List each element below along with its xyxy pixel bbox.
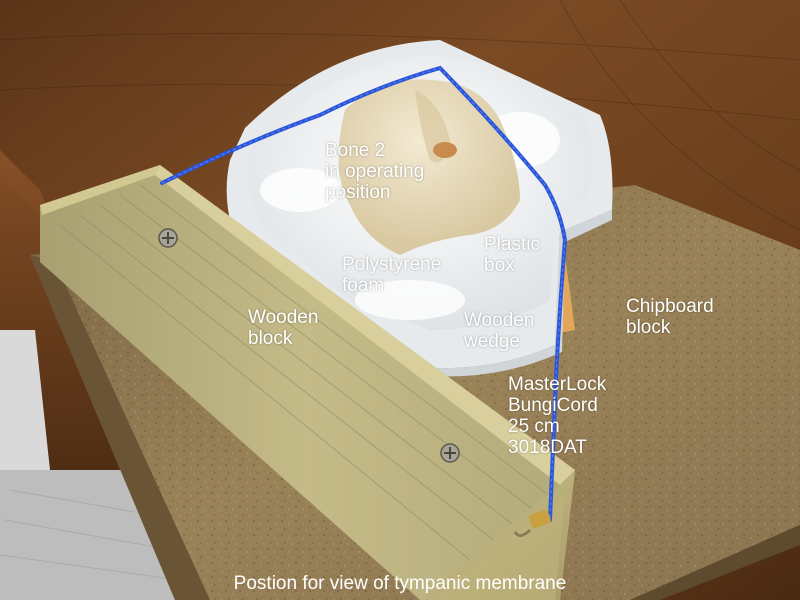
label-wooden-block-line-1: Wooden (248, 307, 319, 328)
label-plastic-box-line-1: Plastic (484, 234, 540, 255)
screw-left (158, 228, 178, 248)
bungee-hook (513, 509, 551, 537)
label-bone-line-1: Bone 2 (325, 140, 386, 161)
label-bungee-line-1: MasterLock (508, 374, 607, 395)
bungee-cord (160, 65, 568, 522)
label-wooden-wedge-line-1: Wooden (464, 310, 535, 331)
label-chipboard-line-2: block (626, 317, 671, 338)
photo-caption: Postion for view of tympanic membrane (233, 573, 567, 594)
label-plastic-box: Plastic box (484, 234, 540, 276)
label-polystyrene-line-2: foam (342, 275, 385, 296)
label-polystyrene-line-1: Polystyrene (342, 254, 442, 275)
label-plastic-box-line-2: box (484, 255, 515, 276)
bone-ear-canal (433, 142, 457, 158)
label-bungee-line-4: 3018DAT (508, 437, 587, 458)
label-wooden-block-line-2: block (248, 328, 293, 349)
label-chipboard-block: Chipboard block (626, 296, 714, 338)
label-bone: Bone 2 in operating position (325, 140, 424, 203)
temporal-bone (338, 79, 520, 255)
label-wooden-wedge: Wooden wedge (464, 310, 534, 352)
label-bone-line-3: position (325, 182, 391, 203)
label-bone-line-2: in operating (325, 161, 425, 182)
label-bungee-line-3: 25 cm (508, 416, 560, 437)
label-bungee-line-2: BungiCord (508, 395, 598, 416)
label-wooden-wedge-line-2: wedge (464, 331, 520, 352)
wooden-block (40, 165, 575, 600)
label-chipboard-line-1: Chipboard (626, 296, 714, 317)
label-bungee-cord: MasterLock BungiCord 25 cm 3018DAT (508, 374, 606, 458)
screw-right (440, 443, 460, 463)
label-wooden-block: Wooden block (248, 307, 318, 349)
label-polystyrene-foam: Polystyrene foam (342, 254, 441, 296)
